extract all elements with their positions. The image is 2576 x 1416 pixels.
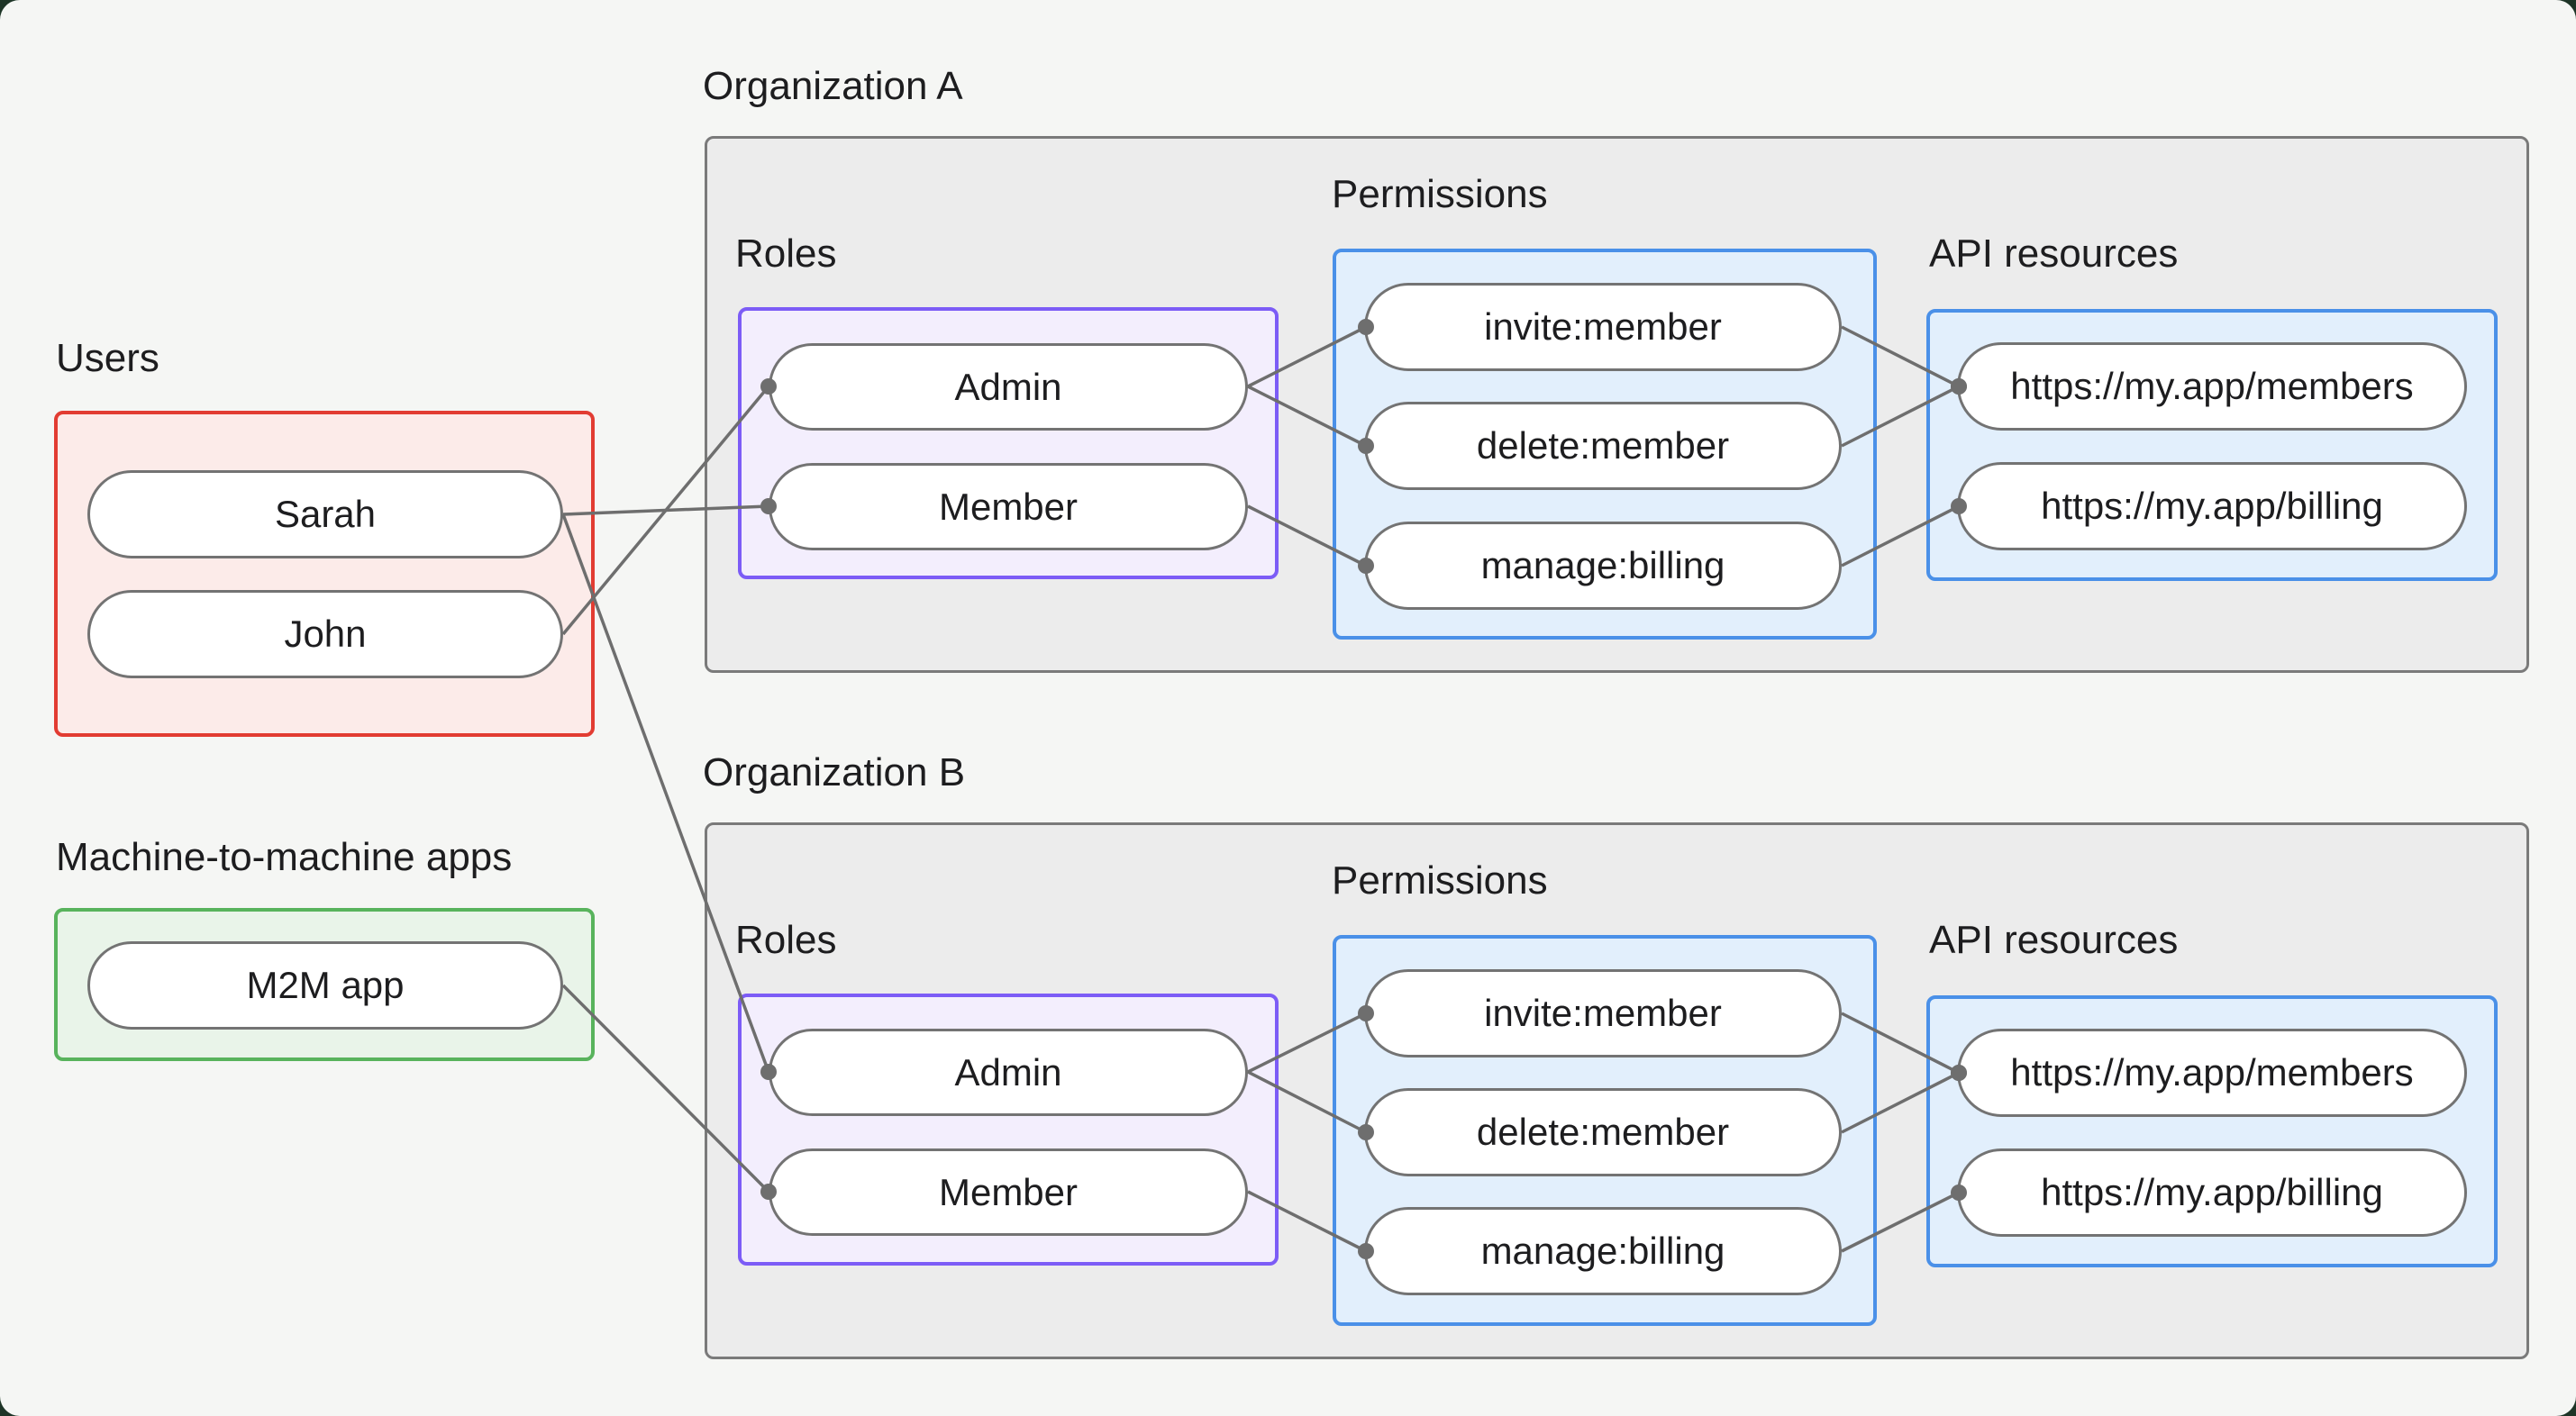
org-b-permission-manage-billing-label: manage:billing xyxy=(1480,1230,1725,1272)
org-b-role-member-label: Member xyxy=(938,1170,1079,1213)
org-b-permission-invite-member: invite:member xyxy=(1364,969,1842,1057)
user-node-john-label: John xyxy=(284,613,367,655)
org-a-role-member-label: Member xyxy=(938,485,1079,528)
org-b-label: Organization B xyxy=(703,750,966,794)
org-b-role-member: Member xyxy=(769,1148,1248,1236)
org-a-roles-label: Roles xyxy=(735,231,837,276)
org-a-role-admin-label: Admin xyxy=(954,365,1062,408)
org-a-api-resource-billing-label: https://my.app/billing xyxy=(2041,485,2383,527)
org-b-api-resources-label: API resources xyxy=(1929,918,2179,962)
org-b-permission-delete-member: delete:member xyxy=(1364,1088,1842,1176)
org-b-permission-manage-billing: manage:billing xyxy=(1364,1207,1842,1295)
org-a-api-resource-billing: https://my.app/billing xyxy=(1957,462,2467,550)
org-a-api-resources-label: API resources xyxy=(1929,231,2179,276)
org-b-api-resource-billing-label: https://my.app/billing xyxy=(2041,1171,2383,1213)
org-b-api-resource-billing: https://my.app/billing xyxy=(1957,1148,2467,1237)
org-a-permissions-label: Permissions xyxy=(1332,172,1548,216)
org-a-permission-delete-member-label: delete:member xyxy=(1476,424,1730,467)
org-b-roles-label: Roles xyxy=(735,918,837,962)
m2m-group-label: Machine-to-machine apps xyxy=(56,835,513,879)
org-a-permission-delete-member: delete:member xyxy=(1364,402,1842,490)
org-a-permission-invite-member: invite:member xyxy=(1364,283,1842,371)
org-b-permission-delete-member-label: delete:member xyxy=(1476,1111,1730,1153)
org-b-permission-invite-member-label: invite:member xyxy=(1484,992,1722,1034)
users-group-label: Users xyxy=(56,336,159,380)
org-a-permission-manage-billing-label: manage:billing xyxy=(1480,544,1725,586)
m2m-app-node-label: M2M app xyxy=(246,964,405,1006)
org-a-permission-invite-member-label: invite:member xyxy=(1484,305,1722,348)
org-a-permission-manage-billing: manage:billing xyxy=(1364,522,1842,610)
org-b-api-resource-members-label: https://my.app/members xyxy=(2010,1051,2414,1094)
users-group-box xyxy=(54,411,595,737)
m2m-app-node: M2M app xyxy=(87,941,563,1030)
org-a-api-resource-members: https://my.app/members xyxy=(1957,342,2467,431)
org-a-api-resource-members-label: https://my.app/members xyxy=(2010,365,2414,407)
org-b-role-admin: Admin xyxy=(769,1029,1248,1116)
user-node-sarah-label: Sarah xyxy=(274,493,377,535)
org-a-role-member: Member xyxy=(769,463,1248,550)
org-b-role-admin-label: Admin xyxy=(954,1050,1062,1094)
org-a-label: Organization A xyxy=(703,64,963,108)
org-b-api-resource-members: https://my.app/members xyxy=(1957,1029,2467,1117)
user-node-sarah: Sarah xyxy=(87,470,563,558)
user-node-john: John xyxy=(87,590,563,678)
org-a-role-admin: Admin xyxy=(769,343,1248,431)
org-b-permissions-label: Permissions xyxy=(1332,858,1548,903)
